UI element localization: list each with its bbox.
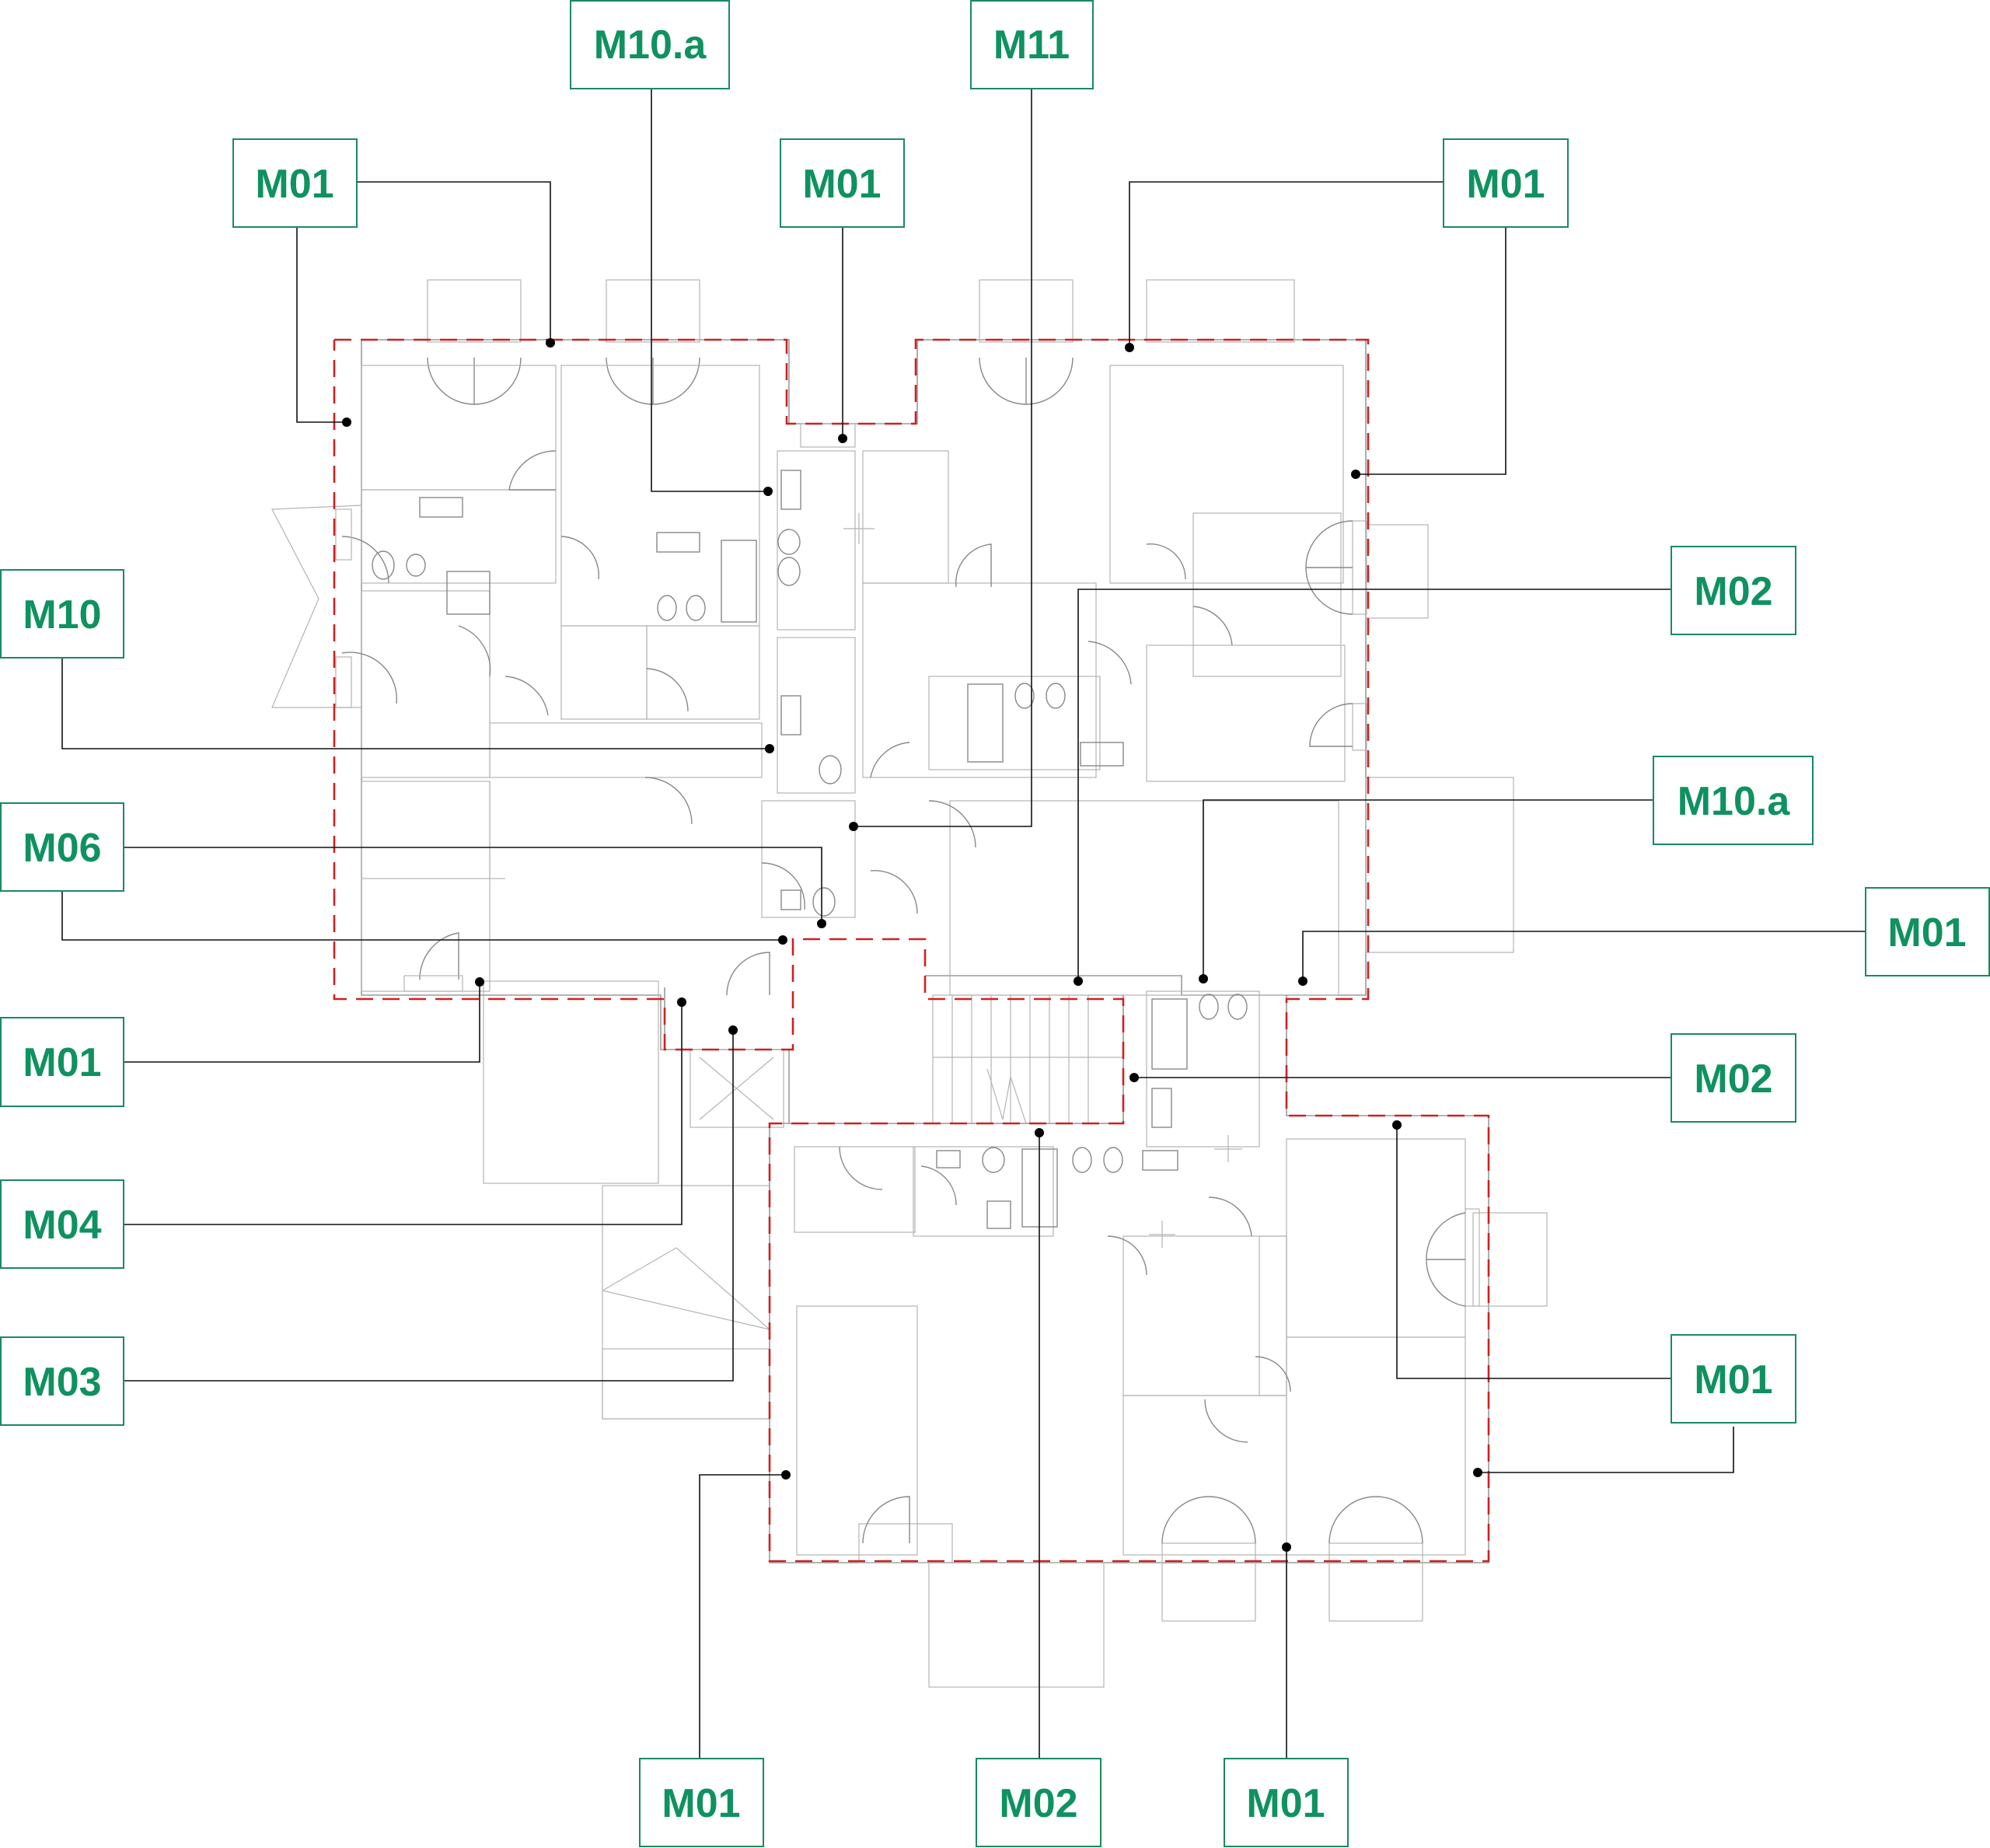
tag-label: M01 [1694,1357,1772,1403]
tag-label: M11 [993,23,1070,68]
tag-m10-left: M10 [0,569,124,659]
tag-label: M10.a [1678,779,1791,824]
tag-m02-bottom: M02 [976,1758,1101,1847]
unit-boundary [333,338,1490,1563]
tag-m11-top: M11 [970,0,1094,89]
floor-plan-walls [271,279,1514,1420]
tag-m10a-top: M10.a [570,0,730,89]
tag-m01-right-middle: M01 [1865,887,1990,976]
tag-m01-top-right: M01 [1443,138,1569,228]
tag-label: M10 [23,592,101,638]
tag-label: M04 [23,1203,101,1248]
tag-label: M03 [23,1360,101,1405]
tag-label: M01 [23,1040,101,1085]
tag-label: M01 [802,162,881,207]
tag-label: M01 [1246,1781,1325,1826]
leader-lines [61,89,1866,1759]
tag-m01-bottom-right: M01 [1224,1758,1349,1847]
floor-plan-walls-lower [769,513,1548,1688]
tag-label: M02 [1694,1057,1772,1102]
tag-m01-right-lower: M01 [1671,1334,1796,1424]
tag-label: M10.a [594,23,707,68]
tag-m03-left: M03 [0,1336,124,1426]
tag-m02-right-middle: M02 [1671,1033,1796,1123]
tag-m04-left: M04 [0,1179,124,1269]
tag-label: M01 [662,1781,740,1826]
tag-m01-bottom-left: M01 [639,1758,764,1847]
tag-m06-left: M06 [0,802,124,892]
tag-m01-top-center: M01 [780,138,905,228]
tag-label: M02 [999,1781,1077,1826]
tag-label: M01 [1887,910,1966,955]
tag-label: M06 [23,826,101,871]
tag-m02-right-upper: M02 [1671,546,1796,635]
tag-m01-left-middle: M01 [0,1017,124,1107]
tag-label: M01 [255,162,333,207]
tag-label: M01 [1466,162,1545,207]
tag-label: M02 [1694,569,1772,614]
tag-m10a-right: M10.a [1653,756,1814,845]
leader-dots [342,338,1482,1552]
tag-m01-top-left: M01 [232,138,358,228]
